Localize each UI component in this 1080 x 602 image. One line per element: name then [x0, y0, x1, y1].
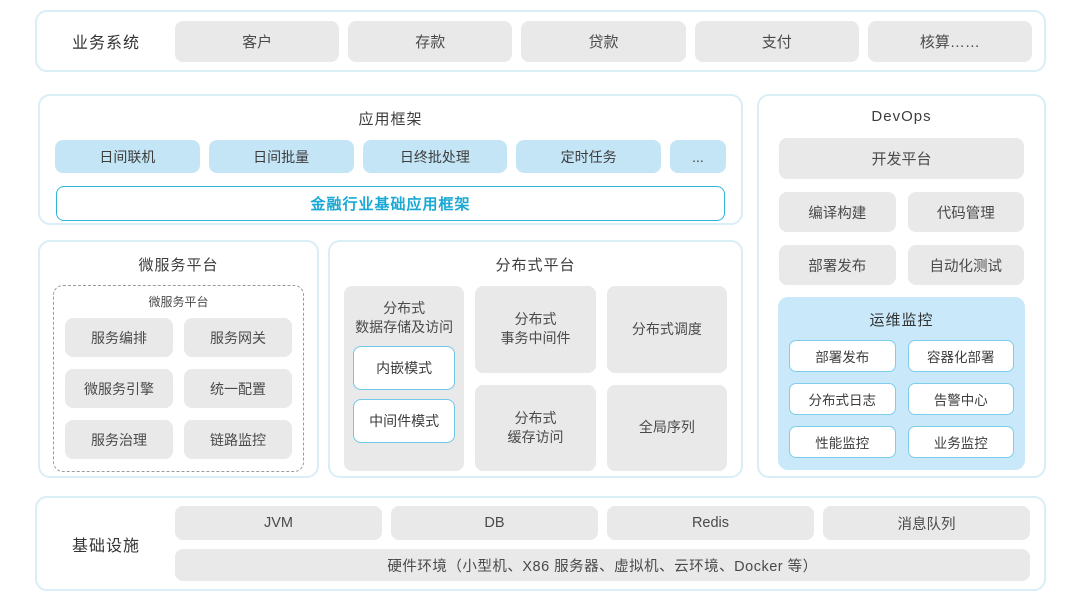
microservice-inner-box: 微服务平台 服务编排 服务网关 微服务引擎 统一配置 服务治理 链路监控 [53, 285, 304, 472]
storage-mode-middleware: 中间件模式 [353, 398, 456, 443]
business-systems-row: 客户 存款 贷款 支付 核算…… [175, 20, 1044, 62]
dev-platform-box: 开发平台 [779, 138, 1024, 179]
business-item-deposit: 存款 [348, 20, 513, 62]
monitoring-item-deploy: 部署发布 [789, 340, 896, 372]
business-item-accounting: 核算…… [867, 20, 1033, 62]
finance-base-framework-banner: 金融行业基础应用框架 [56, 186, 725, 221]
ms-item-engine: 微服务引擎 [65, 369, 173, 408]
infrastructure-content: JVM DB Redis 消息队列 硬件环境（小型机、X86 服务器、虚拟机、云… [175, 496, 1044, 591]
devops-item-deploy: 部署发布 [779, 245, 896, 285]
app-framework-section: 应用框架 日间联机 日间批量 日终批处理 定时任务 ... 金融行业基础应用框架 [38, 94, 743, 225]
ms-item-unified-config: 统一配置 [184, 369, 292, 408]
app-framework-item-daytime-batch: 日间批量 [208, 140, 354, 173]
ms-item-gateway: 服务网关 [184, 318, 292, 357]
monitoring-item-alert-center: 告警中心 [907, 383, 1014, 415]
business-item-customer: 客户 [175, 20, 340, 62]
app-framework-row: 日间联机 日间批量 日终批处理 定时任务 ... [55, 140, 726, 173]
global-sequence: 全局序列 [606, 384, 727, 471]
distributed-transaction-middleware: 分布式 事务中间件 [475, 286, 596, 373]
devops-item-code-mgmt: 代码管理 [907, 192, 1024, 232]
ms-item-orchestration: 服务编排 [65, 318, 173, 357]
microservice-grid: 服务编排 服务网关 微服务引擎 统一配置 服务治理 链路监控 [65, 318, 292, 459]
business-systems-section: 业务系统 客户 存款 贷款 支付 核算…… [35, 10, 1046, 72]
infra-item-jvm: JVM [175, 506, 382, 540]
devops-section: DevOps 开发平台 编译构建 代码管理 部署发布 自动化测试 运维监控 部署… [757, 94, 1046, 478]
app-framework-item-more: ... [670, 140, 726, 173]
distributed-grid: 分布式 数据存储及访问 内嵌模式 中间件模式 分布式 事务中间件 分布式调度 分… [344, 286, 727, 471]
business-item-payment: 支付 [694, 20, 859, 62]
devops-grid: 编译构建 代码管理 部署发布 自动化测试 [779, 192, 1024, 285]
infrastructure-section: 基础设施 JVM DB Redis 消息队列 硬件环境（小型机、X86 服务器、… [35, 496, 1046, 591]
storage-mode-embedded: 内嵌模式 [353, 345, 456, 390]
monitoring-item-container-deploy: 容器化部署 [907, 340, 1014, 372]
ops-monitoring-grid: 部署发布 容器化部署 分布式日志 告警中心 性能监控 业务监控 [789, 340, 1014, 458]
devops-title: DevOps [871, 108, 932, 125]
microservice-section: 微服务平台 微服务平台 服务编排 服务网关 微服务引擎 统一配置 服务治理 链路… [38, 240, 319, 478]
infra-item-mq: 消息队列 [823, 506, 1030, 540]
distributed-cache-access: 分布式 缓存访问 [475, 384, 596, 471]
distributed-storage-box: 分布式 数据存储及访问 内嵌模式 中间件模式 [344, 286, 465, 471]
app-framework-title: 应用框架 [358, 111, 423, 128]
microservice-title: 微服务平台 [138, 257, 219, 274]
distributed-title: 分布式平台 [495, 257, 576, 274]
distributed-section: 分布式平台 分布式 数据存储及访问 内嵌模式 中间件模式 分布式 事务中间件 分… [328, 240, 743, 478]
devops-item-build: 编译构建 [779, 192, 896, 232]
distributed-storage-title: 分布式 数据存储及访问 [355, 300, 454, 335]
infrastructure-label: 基础设施 [71, 537, 140, 555]
business-systems-label: 业务系统 [71, 35, 140, 52]
app-framework-item-scheduled-tasks: 定时任务 [516, 140, 661, 173]
infra-item-db: DB [391, 506, 598, 540]
microservice-inner-title: 微服务平台 [148, 295, 209, 309]
app-framework-item-daytime-online: 日间联机 [55, 140, 200, 173]
app-framework-item-eod-batch: 日终批处理 [362, 140, 508, 173]
ms-item-governance: 服务治理 [65, 420, 173, 459]
hardware-environment-box: 硬件环境（小型机、X86 服务器、虚拟机、云环境、Docker 等） [175, 549, 1030, 581]
ms-item-trace-monitor: 链路监控 [184, 420, 292, 459]
infrastructure-row: JVM DB Redis 消息队列 [175, 506, 1030, 540]
monitoring-item-business: 业务监控 [907, 426, 1014, 458]
ops-monitoring-panel: 运维监控 部署发布 容器化部署 分布式日志 告警中心 性能监控 业务监控 [778, 297, 1025, 470]
business-item-loan: 贷款 [521, 20, 686, 62]
infra-item-redis: Redis [607, 506, 814, 540]
ops-monitoring-title: 运维监控 [869, 312, 934, 329]
monitoring-item-distributed-log: 分布式日志 [789, 383, 896, 415]
distributed-scheduler: 分布式调度 [606, 286, 727, 373]
monitoring-item-performance: 性能监控 [789, 426, 896, 458]
devops-item-auto-test: 自动化测试 [907, 245, 1024, 285]
